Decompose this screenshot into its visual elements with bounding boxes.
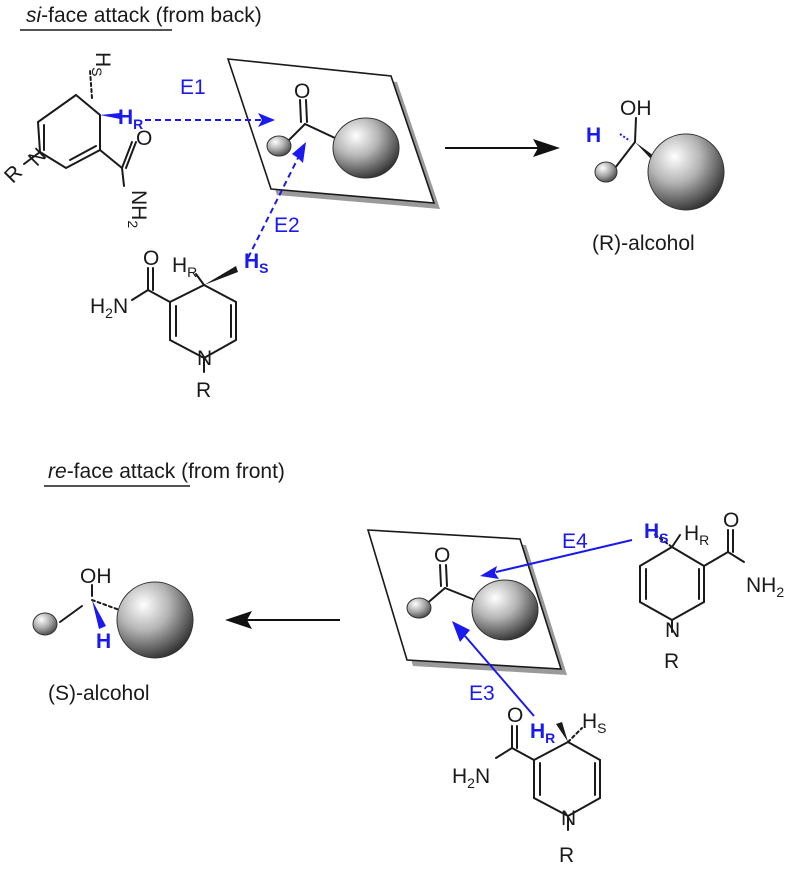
atom-n-4: N (665, 619, 680, 642)
atom-r-4: R (664, 650, 679, 673)
nadh-molecule-bottom-center: O H2N HR HS N R (452, 704, 607, 867)
hr-wedge-bottom (556, 722, 568, 742)
atom-o-amide-2: O (143, 247, 159, 270)
atom-o-amide-3: O (507, 704, 523, 727)
re-face-section: re-face attack (from front) OH H (S)-alc… (32, 460, 784, 867)
hs-wedge-top-bottom (204, 266, 238, 285)
re-face-title-prefix: re (48, 460, 67, 483)
atom-n-2: N (197, 347, 212, 370)
atom-n-3: N (561, 807, 576, 830)
atom-nh2-top: NH2 (125, 190, 150, 228)
hr-wedge-top (100, 113, 120, 119)
ketone-plane-top: O (226, 58, 440, 209)
small-substituent-ball-bottom (406, 597, 432, 619)
s-alcohol-label: (S)-alcohol (48, 682, 150, 705)
e1-label: E1 (180, 76, 206, 99)
reaction-arrow-top (445, 139, 560, 157)
small-substituent-ball-top (266, 135, 292, 157)
atom-nh2-4: NH2 (746, 574, 784, 600)
r-alcohol-large-ball (647, 133, 725, 211)
re-face-title: re-face attack (from front) (48, 460, 285, 483)
atom-h-r-top: HR (118, 106, 143, 132)
atom-h-s-2: HS (244, 250, 269, 276)
r-alcohol-oh: OH (620, 97, 652, 120)
nadh-molecule-bottom-right: HS HR O NH2 N R (639, 509, 784, 673)
atom-h-r-2: HR (172, 254, 197, 280)
large-substituent-ball-bottom (471, 579, 539, 641)
atom-r-3: R (559, 844, 574, 867)
atom-h-r-3: HR (530, 720, 555, 746)
si-face-title-suffix: (from back) (150, 4, 262, 27)
atom-r-top: R (0, 161, 27, 188)
atom-h2n-2: H2N (90, 295, 128, 321)
e2-hydride-arrow: E2 (247, 142, 306, 259)
atom-n-top: N (24, 144, 51, 171)
atom-h-s-top: HS (89, 52, 114, 77)
s-alcohol-oh: OH (80, 565, 112, 588)
r-alcohol-label: (R)-alcohol (592, 232, 695, 255)
ketone-oxygen-bottom: O (434, 544, 450, 567)
s-alcohol-small-ball (32, 612, 58, 636)
si-face-title-prefix: si (26, 4, 43, 27)
e3-label: E3 (469, 682, 495, 705)
s-alcohol-large-ball (116, 581, 194, 659)
re-face-title-suffix: (from front) (175, 460, 285, 483)
e1-hydride-arrow: E1 (145, 76, 275, 127)
atom-o-top-amide: O (136, 127, 152, 150)
e2-label: E2 (274, 214, 300, 237)
si-face-title: si-face attack (from back) (26, 4, 262, 27)
s-alcohol-h: H (96, 630, 111, 653)
nadh-molecule-top-left: HS HR N R O NH2 (0, 52, 152, 228)
atom-o-amide-4: O (723, 509, 739, 532)
si-face-title-middle: -face attack (41, 4, 150, 27)
si-face-section: si-face attack (from back) HS HR N R O N… (0, 4, 725, 402)
large-substituent-ball-top (332, 117, 400, 179)
atom-h2n-3: H2N (452, 765, 490, 791)
re-face-title-middle: -face attack (67, 460, 176, 483)
e4-label: E4 (562, 530, 588, 553)
atom-h-s-4: HS (644, 520, 669, 546)
ketone-plane-bottom: O (366, 529, 567, 675)
r-alcohol-small-ball (594, 161, 618, 183)
reaction-arrow-bottom (225, 611, 340, 629)
ketone-oxygen-top: O (294, 80, 310, 103)
nadh-molecule-top-bottom: O H2N HR HS N R (90, 247, 269, 402)
atom-h-r-4: HR (684, 522, 709, 548)
s-alcohol-product: OH H (S)-alcohol (32, 565, 194, 705)
atom-r-2: R (196, 379, 211, 402)
e4-hydride-arrow: E4 (480, 530, 633, 579)
r-alcohol-product: OH H (R)-alcohol (586, 97, 725, 255)
r-alcohol-h: H (586, 124, 601, 147)
atom-h-s-3: HS (582, 710, 607, 736)
e3-hydride-arrow: E3 (452, 621, 535, 717)
